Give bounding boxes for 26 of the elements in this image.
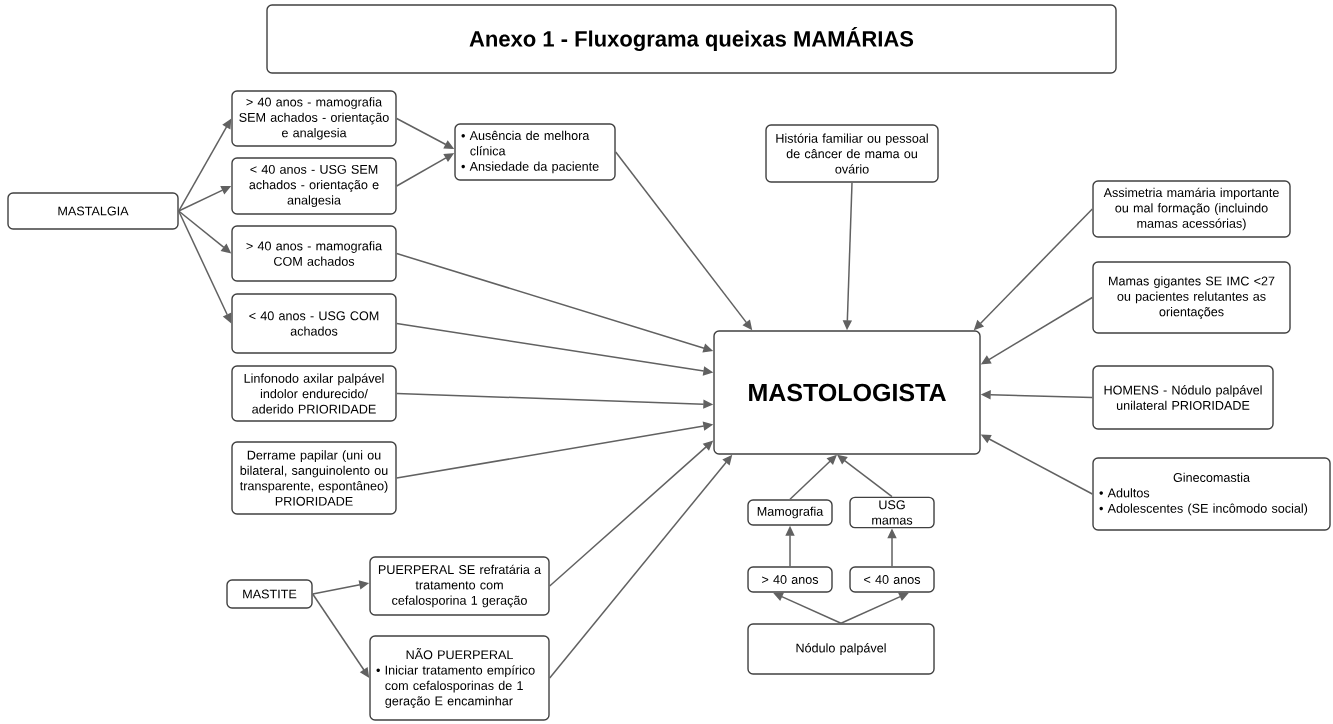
title-box: Anexo 1 - Fluxograma queixas MAMÁRIAS [266,4,1117,74]
arrow [773,592,842,625]
process-box: > 40 anos - mamografia SEM achados - orientação e analgesia [231,90,397,147]
process-box: Mamografia [747,499,833,526]
process-box: USG mamas [849,496,935,529]
process-box: História familiar ou pessoal de câncer de mama ou ovário [765,124,939,183]
arrow [840,592,909,625]
process-box: > 40 anos - mamografia COM achados [231,225,397,282]
process-box: Linfonodo axilar palpável indolor endurecido/ aderido PRIORIDADE [231,365,397,422]
process-box: < 40 anos [849,566,935,593]
process-box: Ginecomastia • Adultos • Adolescentes (SE incômodo social) [1092,457,1331,531]
process-box: Assimetria mamária importante ou mal formação (incluindo mamas acessórias) [1092,180,1291,238]
process-box: MASTITE [226,579,313,609]
process-box: Nódulo palpável [747,623,935,675]
process-box: Mamas gigantes SE IMC <27 ou pacientes relutantes as orientações [1092,261,1291,334]
process-box: MASTALGIA [7,192,179,230]
process-box: PUERPERAL SE refratária a tratamento com cefalosporina 1 geração [369,556,550,616]
process-box: < 40 anos - USG SEM achados - orientação e analgesia [231,157,397,215]
arrow [311,593,370,678]
process-box: > 40 anos [747,566,833,593]
process-box: • Ausência de melhora clínica • Ansiedade da paciente [454,123,616,181]
process-box: NÃO PUERPERAL • Iniciar tratamento empírico com cefalosporinas de 1 geração E encaminhar [369,635,550,721]
process-box: Derrame papilar (uni ou bilateral, sanguinolento ou transparente, espontâneo) PRIORIDADE [231,441,397,515]
specialist-box: MASTOLOGISTA [713,330,981,455]
process-box: < 40 anos - USG COM achados [231,293,397,354]
process-box: HOMENS - Nódulo palpável unilateral PRIORIDADE [1092,365,1274,430]
